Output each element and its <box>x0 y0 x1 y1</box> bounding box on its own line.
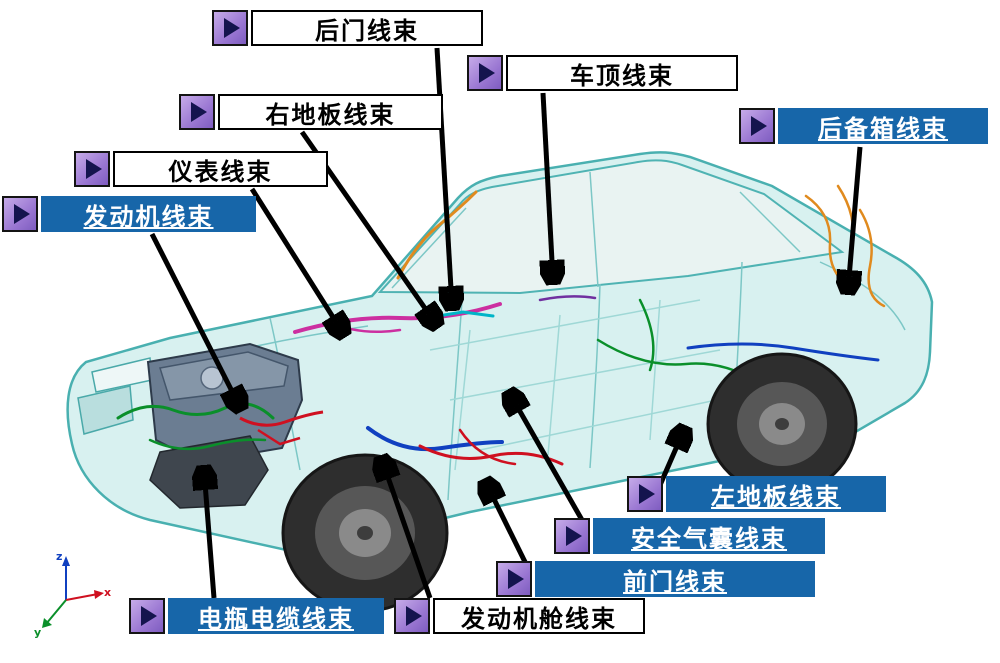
callout-rear-door-harness: 后门线束 <box>212 10 483 46</box>
arrow-engine-harness <box>149 232 240 407</box>
axis-triad: z x y <box>34 550 111 639</box>
link-arrow-icon <box>627 476 663 512</box>
arrow-airbag-harness <box>510 394 589 529</box>
callout-left-floor-harness: 左地板线束 <box>627 476 886 512</box>
callout-label: 前门线束 <box>535 561 815 597</box>
link-arrow-icon <box>179 94 215 130</box>
callout-airbag-harness: 安全气囊线束 <box>554 518 825 554</box>
link-arrow-icon <box>554 518 590 554</box>
callout-label: 安全气囊线束 <box>593 518 825 554</box>
triangle-glyph <box>406 606 422 626</box>
callout-label: 发动机线束 <box>41 196 256 232</box>
callout-label: 发动机舱线束 <box>433 598 645 634</box>
front-wheel <box>281 453 449 613</box>
callout-label: 车顶线束 <box>506 55 738 91</box>
arrow-front-door-harness <box>486 483 531 570</box>
arrow-battery-cable-harness <box>204 470 214 599</box>
rear-wheel <box>706 352 858 496</box>
arrow-roof-harness <box>543 92 553 280</box>
axis-x-label: x <box>104 586 111 599</box>
callout-label: 电瓶电缆线束 <box>168 598 384 634</box>
triangle-glyph <box>751 116 767 136</box>
arrow-trunk-harness <box>848 146 863 290</box>
arrow-instrument-harness <box>249 187 343 333</box>
link-arrow-icon <box>2 196 38 232</box>
triangle-glyph <box>508 569 524 589</box>
callout-front-door-harness: 前门线束 <box>496 561 815 597</box>
axis-y-label: y <box>34 626 41 639</box>
link-arrow-icon <box>496 561 532 597</box>
link-arrow-icon <box>739 108 775 144</box>
link-arrow-icon <box>129 598 165 634</box>
callout-label: 后备箱线束 <box>778 108 988 144</box>
triangle-glyph <box>14 204 30 224</box>
triangle-glyph <box>141 606 157 626</box>
arrow-engine-bay-harness <box>382 460 433 599</box>
callout-battery-cable-harness: 电瓶电缆线束 <box>129 598 384 634</box>
link-arrow-icon <box>74 151 110 187</box>
callout-label: 仪表线束 <box>113 151 328 187</box>
link-arrow-icon <box>394 598 430 634</box>
triangle-glyph <box>224 18 240 38</box>
callout-engine-harness: 发动机线束 <box>2 196 256 232</box>
callout-engine-bay-harness: 发动机舱线束 <box>394 598 645 634</box>
triangle-glyph <box>479 63 495 83</box>
wheels <box>281 352 858 613</box>
callout-instrument-harness: 仪表线束 <box>74 151 328 187</box>
callout-label: 左地板线束 <box>666 476 886 512</box>
arrow-rear-door-harness <box>434 47 452 306</box>
callout-roof-harness: 车顶线束 <box>467 55 738 91</box>
callout-label: 右地板线束 <box>218 94 443 130</box>
callout-trunk-harness: 后备箱线束 <box>739 108 988 144</box>
callout-right-floor-harness: 右地板线束 <box>179 94 443 130</box>
triangle-glyph <box>639 484 655 504</box>
triangle-glyph <box>86 159 102 179</box>
triangle-glyph <box>566 526 582 546</box>
axis-z-label: z <box>56 550 62 563</box>
callout-label: 后门线束 <box>251 10 483 46</box>
link-arrow-icon <box>212 10 248 46</box>
triangle-glyph <box>191 102 207 122</box>
link-arrow-icon <box>467 55 503 91</box>
